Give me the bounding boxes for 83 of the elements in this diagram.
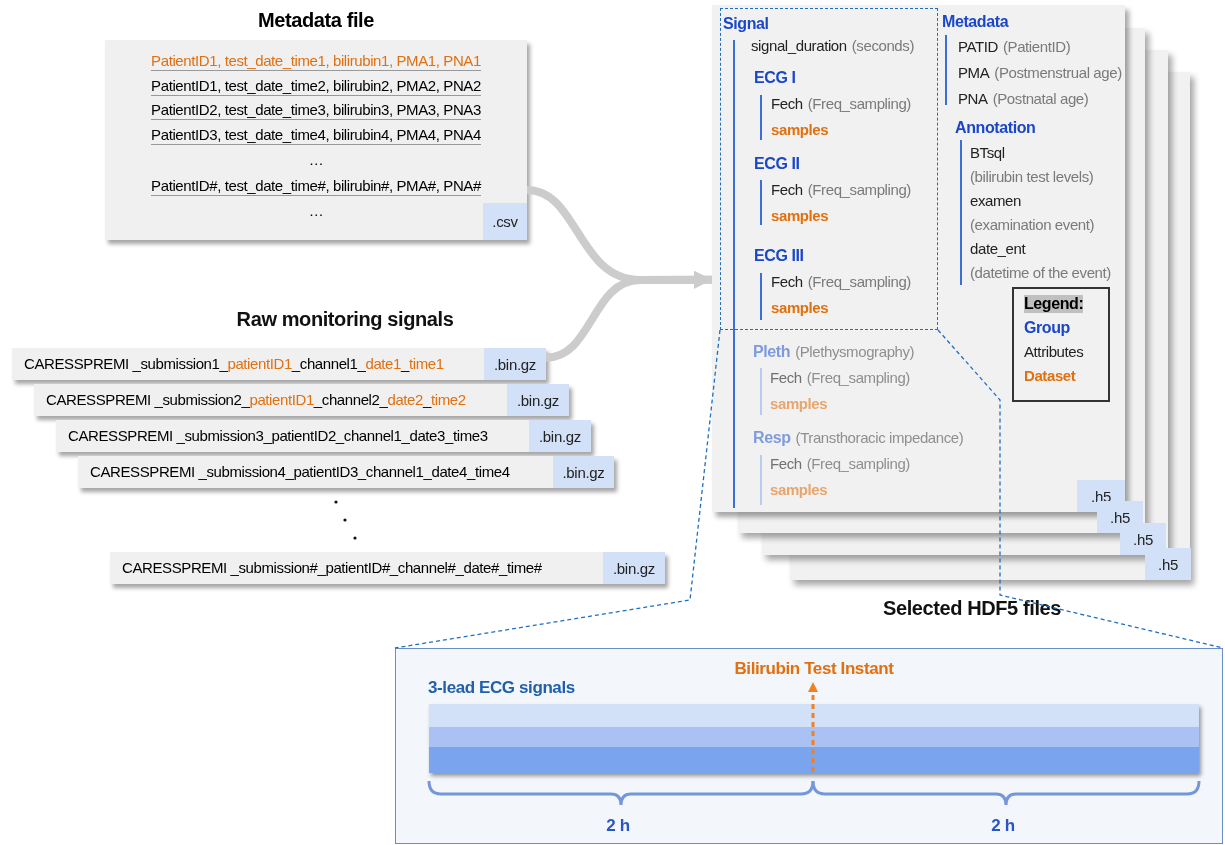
group-name: Metadata — [942, 13, 1009, 30]
attribute-description: (bilirubin test levels) — [970, 168, 1094, 185]
signal-bar — [429, 704, 1199, 773]
ellipsis: … — [308, 151, 324, 169]
dataset-name: samples — [771, 121, 829, 138]
dataset-name: samples — [771, 207, 829, 224]
arrow — [545, 270, 712, 362]
file-card — [34, 384, 569, 416]
attribute-description: (Transthoracic impedance) — [795, 429, 964, 446]
table-row: PatientID1, test_date_time1, bilirubin1, PMA1, PNA1 — [151, 52, 481, 71]
duration-label: 2 h — [991, 815, 1015, 837]
table-row: PatientID3, test_date_time4, bilirubin4, PMA4, PNA4 — [151, 126, 481, 145]
legend-entry: Dataset — [1024, 367, 1076, 385]
signal-title: 3-lead ECG signals — [428, 677, 575, 699]
attribute-description: (Postnatal age) — [992, 90, 1089, 107]
file-extension-tag: .bin.gz — [553, 456, 614, 488]
file-extension-tag: .bin.gz — [484, 348, 546, 380]
attribute-name: date_ent — [970, 240, 1026, 257]
file-name: CARESSPREMI _submission2_patientID1_channel2_date2_time2 — [46, 391, 466, 409]
file-card — [110, 552, 665, 584]
legend-entry: Attributes — [1024, 343, 1084, 361]
attribute-name: examen — [970, 192, 1021, 209]
attribute-description: (datetime of the event) — [970, 264, 1111, 281]
attribute-description: (Freq_sampling) — [806, 369, 910, 386]
file-name: CARESSPREMI _submission1_patientID1_channel1_date1_time1 — [24, 355, 444, 373]
file-extension-tag: .bin.gz — [507, 384, 569, 416]
file-card — [78, 456, 614, 488]
legend-box — [1012, 287, 1110, 402]
attribute-name: Fech — [770, 369, 802, 386]
file-card — [56, 420, 591, 452]
file-extension-tag: .h5 — [1120, 523, 1166, 555]
attribute-description: (Freq_sampling) — [806, 455, 910, 472]
file-extension-tag: .h5 — [1145, 548, 1191, 580]
group-name: Annotation — [955, 119, 1036, 136]
attribute-name: PATID — [958, 38, 998, 55]
heading: Metadata file — [258, 8, 374, 32]
attribute-name: Fech — [771, 273, 803, 290]
dashed-group-frame — [720, 8, 938, 330]
attribute-name: Fech — [770, 455, 802, 472]
attribute-name: BTsql — [970, 144, 1005, 161]
table-row: PatientID2, test_date_time3, bilirubin3, PMA3, PNA3 — [151, 101, 481, 120]
section-title: Raw monitoring signals — [236, 308, 454, 331]
group-name: ECG II — [754, 155, 800, 172]
group-name: Signal — [723, 15, 769, 32]
legend-entry: Group — [1024, 319, 1070, 337]
file-extension-tag: .bin.gz — [529, 420, 591, 452]
attribute-description: (Postmenstrual age) — [994, 64, 1122, 81]
dataset-name: samples — [771, 299, 829, 316]
attribute-description: (seconds) — [851, 37, 914, 54]
legend-title: Legend: — [1024, 295, 1084, 313]
arrow — [808, 682, 818, 772]
zoom-line — [394, 329, 721, 649]
file-extension-tag: .csv — [483, 203, 527, 240]
group-name: Resp — [753, 429, 791, 446]
attribute-name: Fech — [771, 95, 803, 112]
file-card — [12, 348, 546, 380]
attribute-description: (PatientID) — [1002, 38, 1071, 55]
section-title: Selected HDF5 files — [883, 597, 1061, 620]
group-name: ECG III — [754, 247, 804, 264]
file-name: CARESSPREMI _submission#_patientID#_channel#_date#_time# — [122, 559, 542, 577]
file-extension-tag: .bin.gz — [603, 552, 665, 584]
file-sheet — [712, 5, 1125, 512]
attribute-description: (Freq_sampling) — [807, 95, 911, 112]
ellipsis: … — [308, 202, 324, 220]
attribute-description: (Freq_sampling) — [807, 273, 911, 290]
attribute-description: (examination event) — [970, 216, 1095, 233]
attribute-name: Fech — [771, 181, 803, 198]
duration-label: 2 h — [606, 815, 630, 837]
dataset-name: samples — [770, 395, 828, 412]
file-name: CARESSPREMI _submission3_patientID2_channel1_date3_time3 — [68, 427, 488, 445]
attribute-description: (Freq_sampling) — [807, 181, 911, 198]
table-row: PatientID#, test_date_time#, bilirubin#, PMA#, PNA# — [151, 177, 481, 196]
attribute-name: PNA — [958, 90, 988, 107]
group-name: Pleth — [753, 343, 791, 360]
file-name: CARESSPREMI _submission4_patientID3_channel1_date4_time4 — [90, 463, 510, 481]
zoom-panel — [395, 648, 1223, 844]
dataset-name: samples — [770, 481, 828, 498]
attribute-description: (Plethysmography) — [795, 343, 915, 360]
group-name: ECG I — [754, 69, 796, 86]
annotation-label: Bilirubin Test Instant — [684, 657, 944, 683]
table-row: PatientID1, test_date_time2, bilirubin2, PMA2, PNA2 — [151, 77, 481, 96]
attribute-name: signal_duration — [751, 37, 847, 54]
attribute-name: PMA — [958, 64, 990, 81]
